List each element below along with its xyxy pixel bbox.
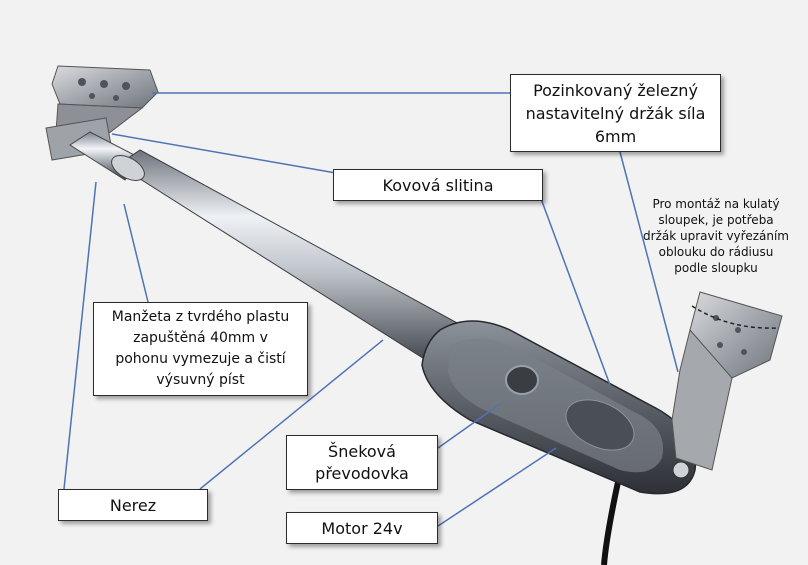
motor-can <box>565 399 635 451</box>
leader-sleeve <box>123 203 149 303</box>
label-stainless-steel: Nerez <box>58 489 208 521</box>
label-galvanized-bracket: Pozinkovaný železný nastavitelný držák s… <box>510 74 721 152</box>
label-metal-alloy: Kovová slitina <box>333 169 543 201</box>
tube-sleeve <box>111 155 145 181</box>
leader-lines <box>63 92 679 527</box>
leader-alloy <box>111 133 337 174</box>
right-bracket <box>671 291 783 471</box>
leader-alloy-2 <box>539 195 611 386</box>
gear-wheel <box>505 365 539 395</box>
leader-gearbox <box>437 403 501 449</box>
power-cable <box>601 481 621 565</box>
note-round-post: Pro montáž na kulatý sloupek, je potřeba… <box>643 197 789 275</box>
label-hard-plastic-sleeve: Manžeta z tvrdého plastu zapuštěná 40mm … <box>93 302 308 396</box>
leader-motor <box>437 447 557 527</box>
label-motor-24v: Motor 24v <box>286 512 438 544</box>
leader-bracket-2 <box>619 151 679 373</box>
leader-stainless-tube <box>199 339 384 490</box>
label-worm-gearbox: Šneková převodovka <box>286 435 438 490</box>
end-pivot <box>672 461 690 479</box>
leader-stainless-rod <box>63 181 97 490</box>
